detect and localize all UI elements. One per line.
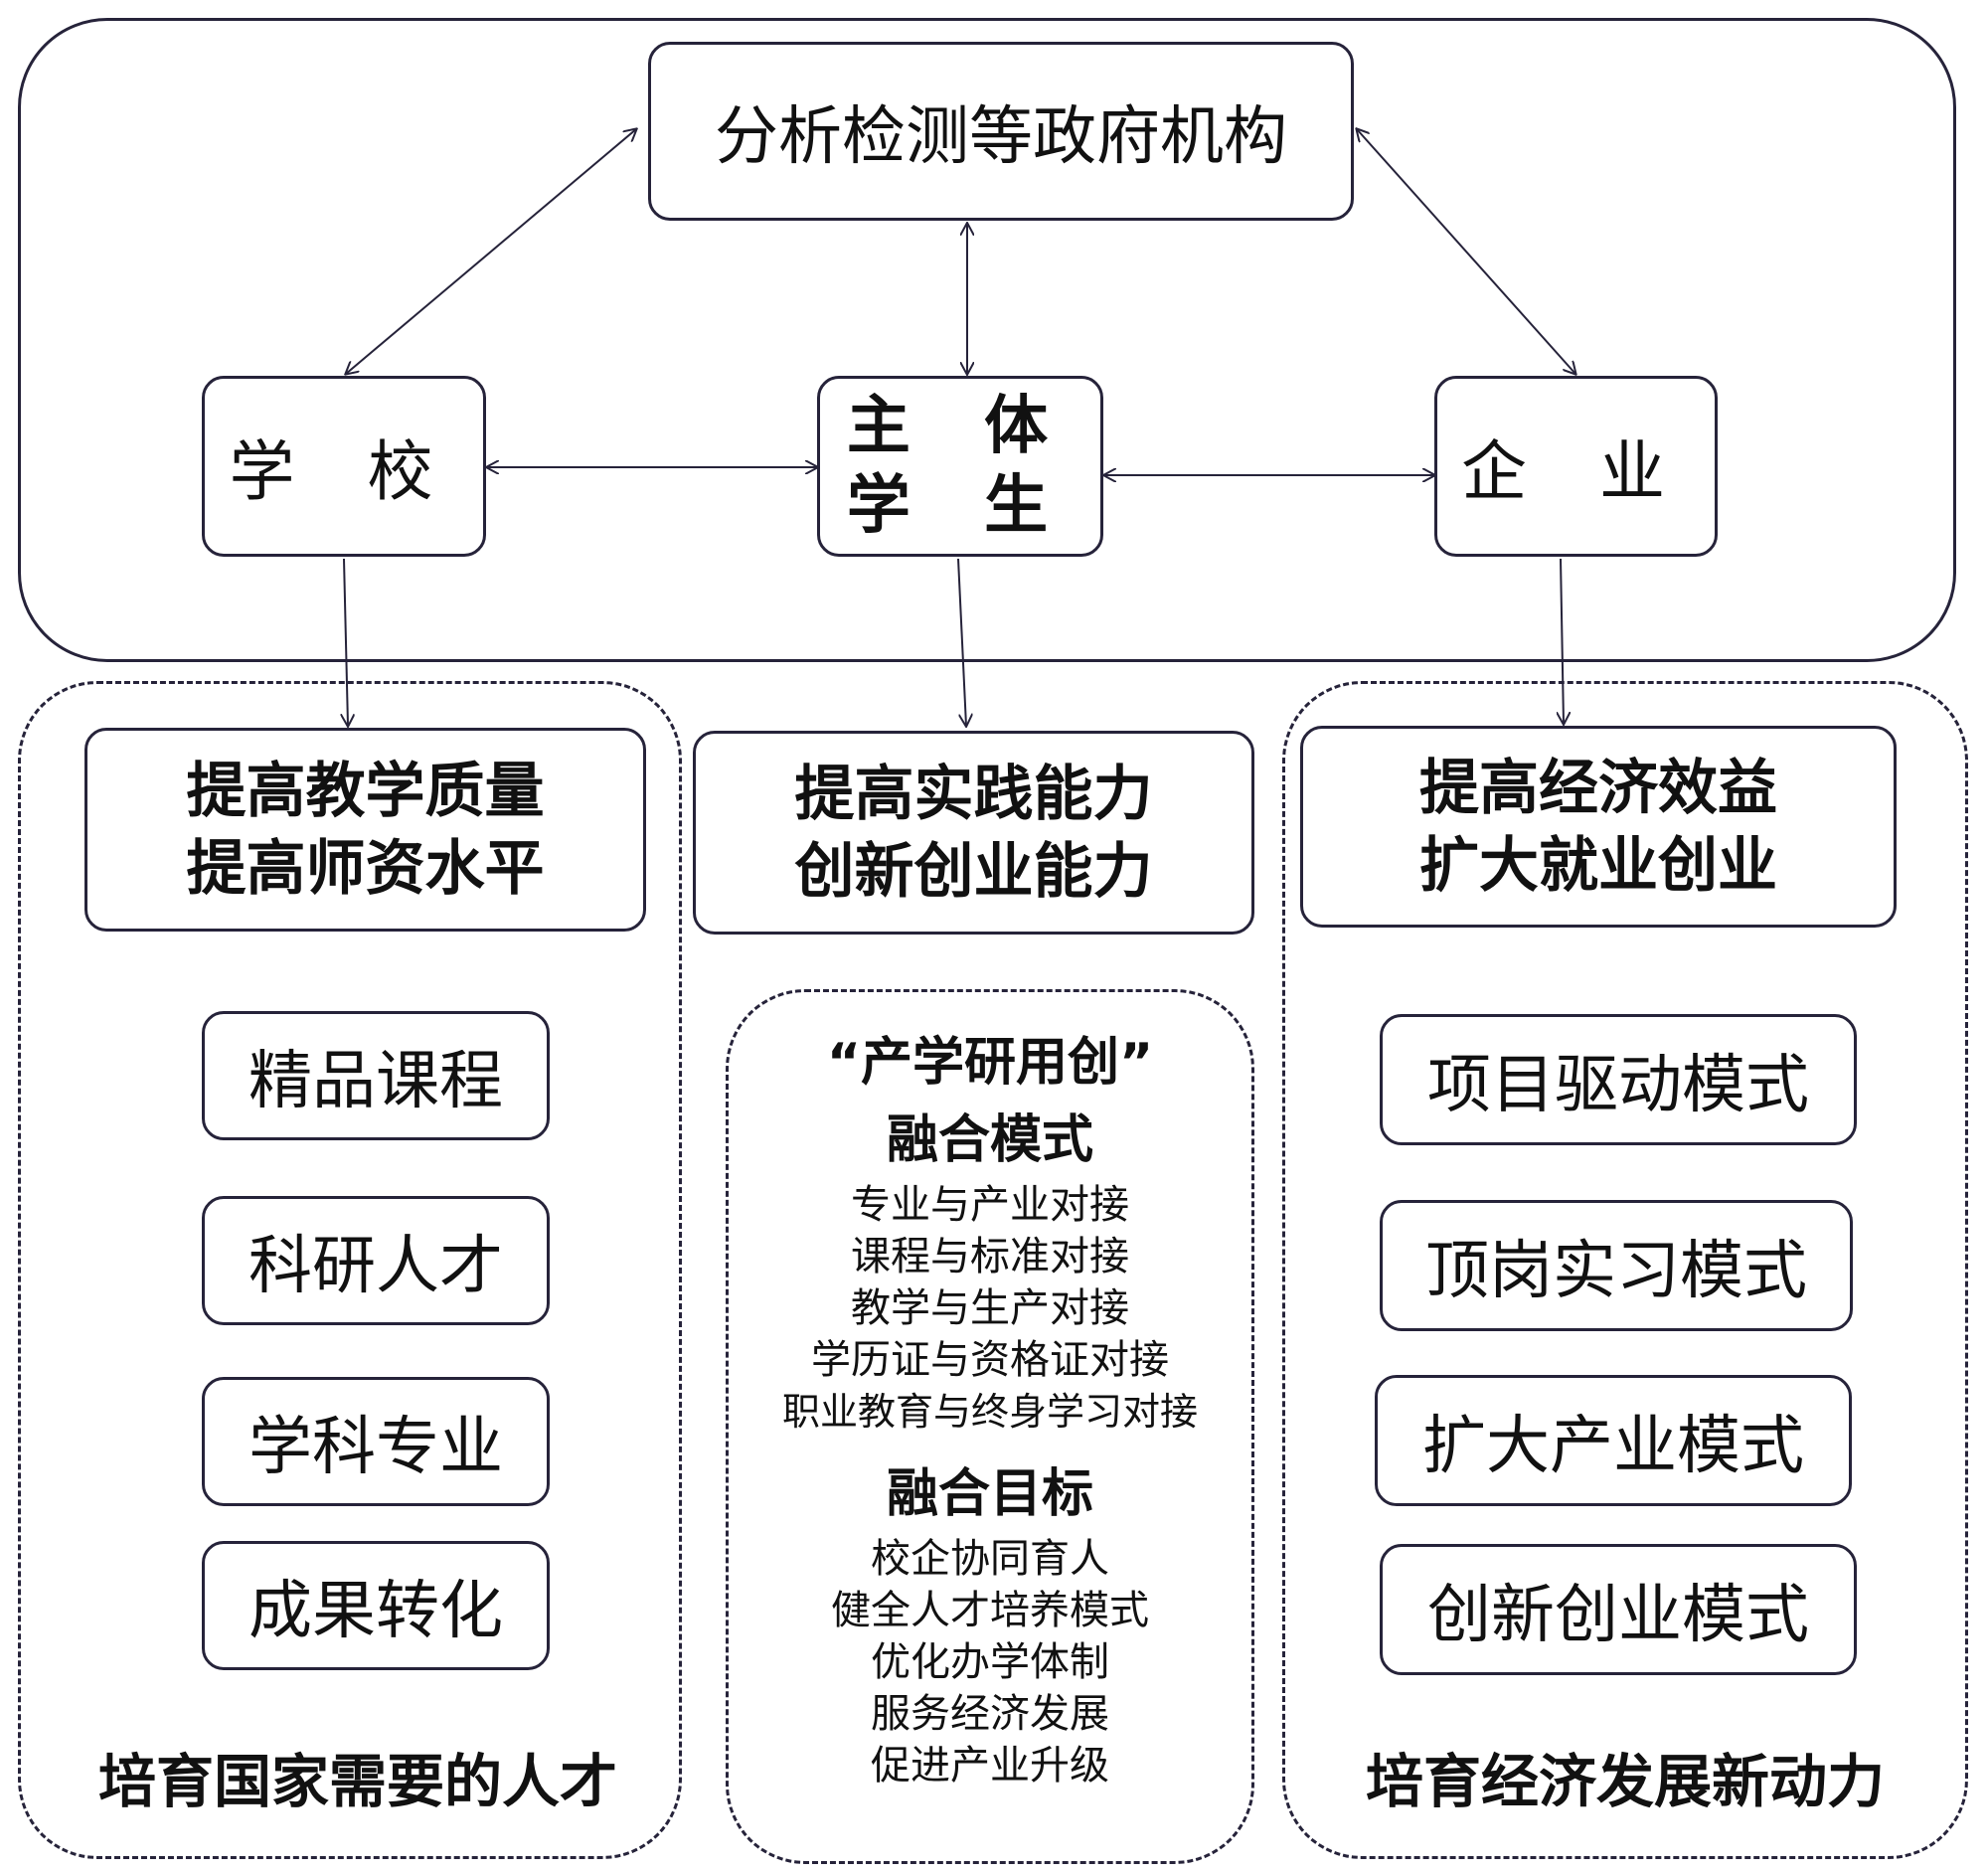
enterprise-item-label: 扩大产业模式 [1422,1410,1804,1483]
subject-label: 主 体 [846,390,1075,463]
agency-label: 分析检测等政府机构 [715,100,1287,174]
integration-content: “产学研用创” 融合模式 专业与产业对接 课程与标准对接 教学与生产对接 学历证… [728,1024,1252,1791]
school-item-label: 精品课程 [248,1045,503,1118]
school-goal-box: 提高教学质量 提高师资水平 [84,728,646,932]
enterprise-item-label: 创新创业模式 [1427,1579,1809,1652]
student-goal-box: 提高实践能力 创新创业能力 [693,731,1254,935]
mode-title-line-2: 融合模式 [886,1110,1093,1170]
top-stakeholder-frame [18,18,1956,662]
school-box: 学 校 [202,376,486,557]
school-item-label: 成果转化 [248,1575,503,1648]
student-label: 学 生 [846,469,1075,543]
integration-goal-line: 健全人才培养模式 [831,1588,1149,1633]
enterprise-item: 创新创业模式 [1380,1544,1857,1675]
student-box: 主 体 学 生 [817,376,1103,557]
integration-goal-line: 优化办学体制 [871,1639,1109,1685]
integration-goal-title: 融合目标 [886,1464,1093,1524]
school-column-frame [18,681,682,1859]
enterprise-item-label: 项目驱动模式 [1427,1049,1809,1122]
arrow-agency-school [346,129,636,374]
enterprise-goal-line-2: 扩大就业创业 [1419,830,1777,901]
arrow-enterprise-down [1561,558,1564,724]
enterprise-column-frame [1282,681,1968,1859]
integration-goal-line: 促进产业升级 [871,1743,1109,1789]
integration-goal-line: 服务经济发展 [871,1691,1109,1737]
school-item: 科研人才 [202,1196,550,1325]
integration-frame [726,989,1254,1864]
mode-line: 学历证与资格证对接 [811,1337,1169,1383]
enterprise-item-label: 顶岗实习模式 [1425,1235,1807,1308]
school-item-label: 学科专业 [248,1411,503,1484]
school-item-label: 科研人才 [248,1230,503,1303]
integration-goal-line: 校企协同育人 [871,1536,1109,1582]
mode-line: 课程与标准对接 [851,1234,1129,1279]
enterprise-item: 顶岗实习模式 [1380,1200,1853,1331]
enterprise-footer: 培育经济发展新动力 [1365,1748,1885,1815]
enterprise-goal-box: 提高经济效益 扩大就业创业 [1300,726,1897,928]
agency-box: 分析检测等政府机构 [648,42,1354,221]
arrow-student-down [957,558,966,726]
enterprise-box: 企 业 [1434,376,1718,557]
school-item: 成果转化 [202,1541,550,1670]
school-goal-line-1: 提高教学质量 [186,756,545,826]
school-label: 学 校 [229,433,459,510]
arrow-agency-enterprise [1357,129,1575,374]
enterprise-label: 企 业 [1461,433,1691,510]
enterprise-goal-line-1: 提高经济效益 [1419,753,1777,823]
school-footer: 培育国家需要的人才 [97,1748,617,1815]
school-item: 学科专业 [202,1377,550,1506]
school-item: 精品课程 [202,1011,550,1140]
mode-title-line-1: “产学研用创” [826,1033,1154,1093]
enterprise-item: 项目驱动模式 [1380,1014,1857,1145]
mode-line: 教学与生产对接 [851,1285,1129,1331]
mode-line: 专业与产业对接 [851,1182,1129,1228]
student-goal-line-2: 创新创业能力 [794,836,1153,907]
school-goal-line-2: 提高师资水平 [186,833,545,904]
mode-line: 职业教育与终身学习对接 [781,1390,1198,1434]
student-goal-line-1: 提高实践能力 [794,759,1153,829]
enterprise-item: 扩大产业模式 [1375,1375,1852,1506]
arrow-school-down [344,558,348,726]
